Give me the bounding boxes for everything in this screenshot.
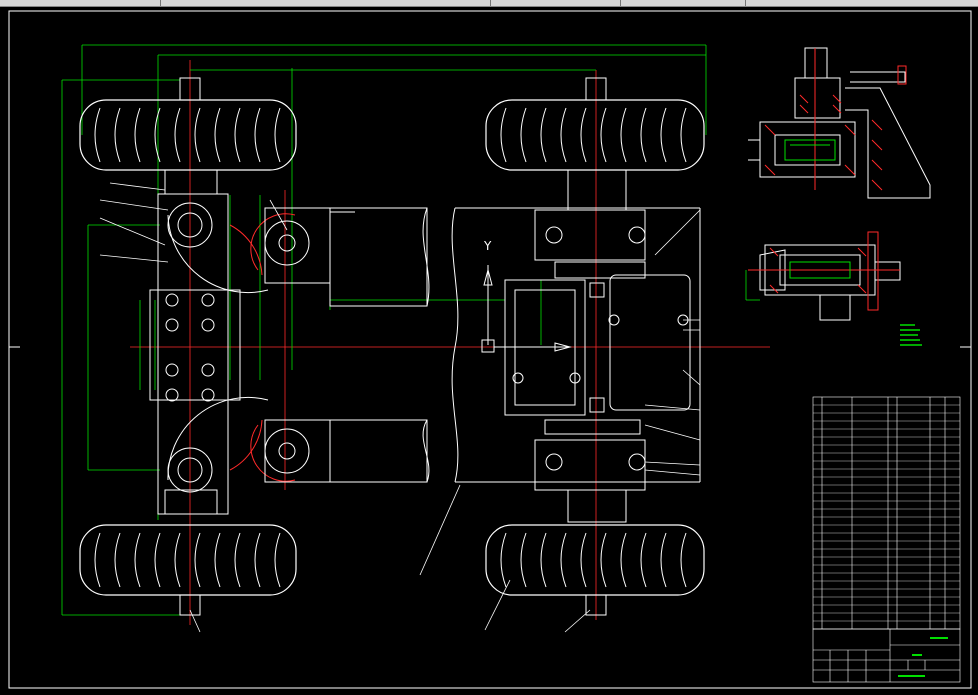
leader-lines — [99, 182, 701, 633]
toolbar-segment[interactable] — [0, 0, 161, 6]
centerlines — [130, 60, 770, 625]
title-block-marks — [898, 637, 948, 677]
wheel-bottom-left — [79, 524, 297, 616]
section-view-lower-hatch — [748, 231, 900, 311]
wheel-top-right — [485, 77, 705, 171]
axis-label-y: Y — [483, 239, 492, 253]
section-view-upper-hatch — [764, 48, 907, 191]
left-steering-assembly — [149, 169, 269, 515]
parts-list-rows — [813, 404, 960, 622]
coordinate-axis-symbol — [481, 265, 572, 353]
toolbar-segment[interactable] — [620, 0, 746, 6]
left-steering-hatch — [229, 213, 296, 482]
toolbar-segment[interactable] — [160, 0, 491, 6]
title-block-frame — [812, 628, 961, 683]
section-view-upper — [748, 47, 931, 199]
left-motor-hubs — [264, 207, 331, 483]
technical-notes — [900, 324, 922, 346]
cad-toolbar-strip[interactable] — [0, 0, 978, 7]
section-view-lower-green — [789, 261, 851, 279]
wheel-bottom-right — [485, 524, 705, 616]
wheel-top-left — [79, 77, 297, 171]
right-drive-unit — [504, 169, 691, 523]
chassis-frame — [329, 207, 701, 483]
toolbar-segment[interactable] — [490, 0, 621, 6]
section-view-lower — [759, 244, 901, 321]
drawing-border — [8, 10, 972, 689]
parts-list-table — [812, 396, 961, 630]
dimension-lines — [61, 44, 760, 616]
section-view-upper-green — [784, 139, 836, 161]
